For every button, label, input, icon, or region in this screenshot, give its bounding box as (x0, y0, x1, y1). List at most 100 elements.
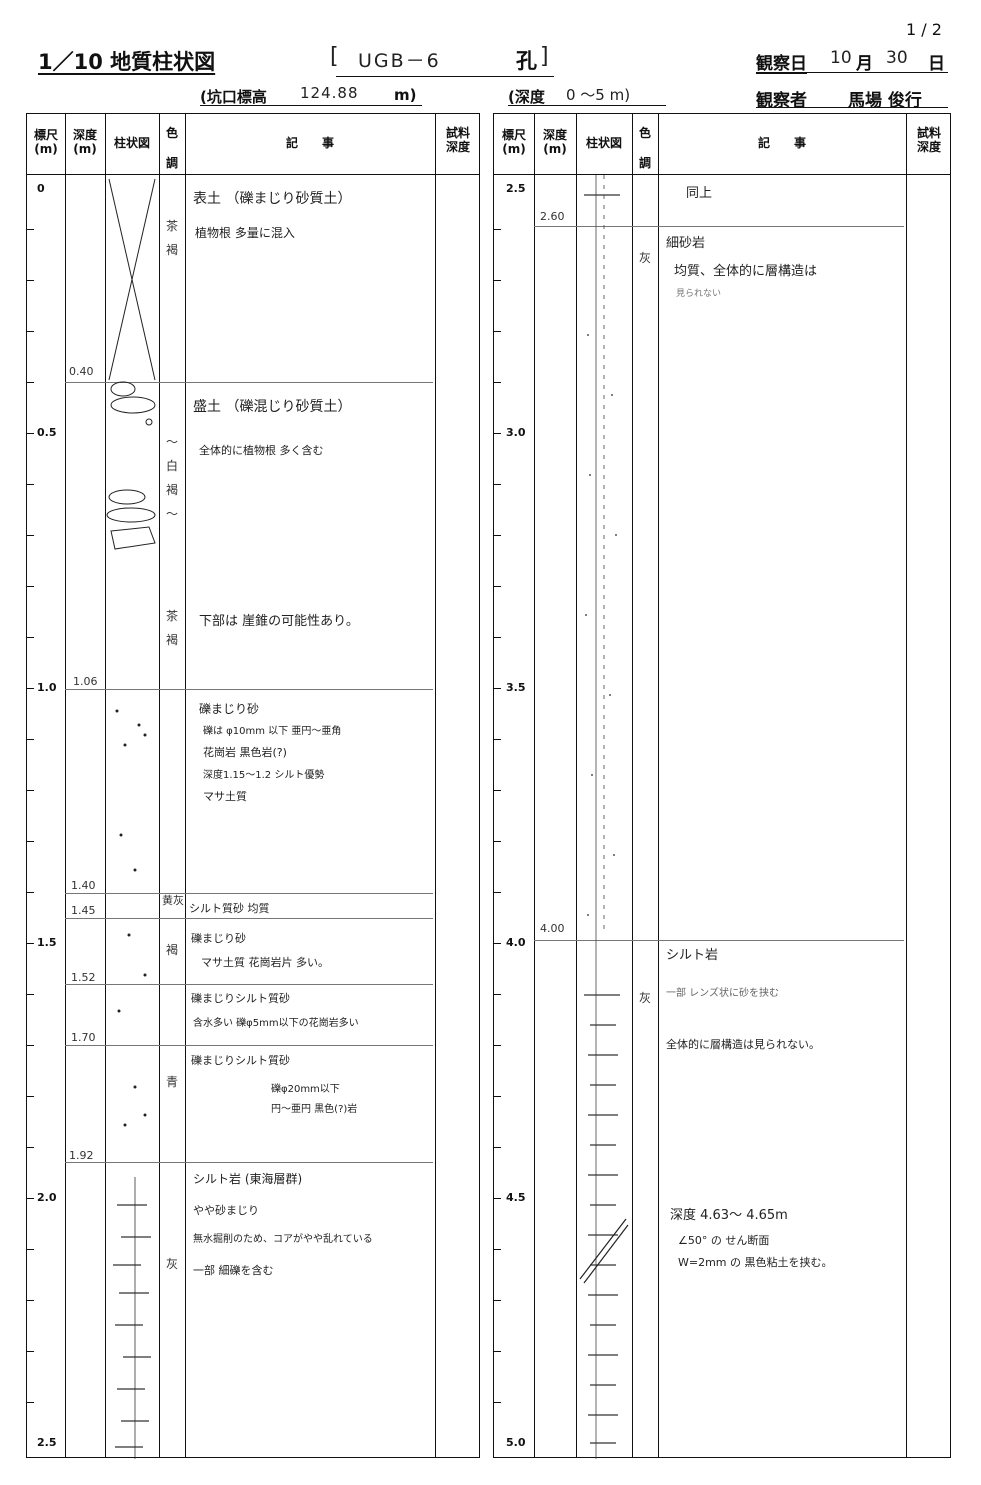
note: やや砂まじり (193, 1204, 259, 1217)
scale-label: 5.0 (506, 1436, 526, 1449)
note: 表土 （礫まじり砂質土） (193, 191, 352, 207)
date-underline (756, 72, 948, 73)
note: 均質、全体的に層構造は (674, 264, 818, 279)
title-underline (336, 76, 554, 77)
depth-mark: 1.92 (69, 1149, 94, 1162)
depth-mark: 1.40 (71, 879, 96, 892)
page-title: 1／10 地質柱状図 (38, 50, 216, 74)
depth-mark: 1.70 (71, 1031, 96, 1044)
observed-date-label: 観察日 (756, 54, 807, 74)
note: 礫は φ10mm 以下 亜円～亜角 (203, 726, 342, 737)
right-log-panel: 標尺(m) 深度(m) 柱状図 色調 記 事 試料深度 2.5 3.0 3.5 … (493, 113, 951, 1459)
note: 礫φ20mm以下 (271, 1084, 340, 1095)
note: 一部 レンズ状に砂を挟む (666, 988, 779, 999)
month-label: 月 (856, 54, 873, 74)
depth-mark: 1.52 (71, 971, 96, 984)
note: 細砂岩 (666, 236, 706, 251)
note: 深度 4.63～ 4.65m (670, 1208, 788, 1223)
color-label: 灰 (638, 251, 651, 265)
note: 深度1.15～1.2 シルト優勢 (203, 770, 325, 781)
elevation-label: (坑口標高 (200, 88, 267, 106)
page-number: 1 / 2 (906, 20, 942, 39)
scale-label: 3.0 (506, 426, 526, 439)
note: W=2mm の 黒色粘土を挟む。 (678, 1256, 833, 1269)
note: シルト岩 (東海層群) (193, 1172, 303, 1186)
column-log-header: 柱状図 (113, 136, 150, 150)
color-label: 褐 (165, 943, 178, 957)
note: 一部 細礫を含む (193, 1264, 274, 1277)
note: 無水掘削のため、コアがやや乱れている (193, 1234, 373, 1245)
color-label: ～白褐～ (165, 435, 178, 521)
depth-mark: 0.40 (69, 365, 94, 378)
scale-label: 1.0 (37, 681, 57, 694)
notes-column-header: 記 事 (285, 136, 334, 150)
note: 盛土 （礫混じり砂質土） (193, 399, 352, 415)
scale-column-header: 標尺(m) (501, 128, 526, 156)
scale-label: 4.0 (506, 936, 526, 949)
note: 見られない (676, 289, 722, 299)
column-log-header: 柱状図 (585, 136, 622, 150)
sample-column-header: 試料深度 (916, 126, 941, 154)
observer-underline (756, 107, 948, 108)
note: 含水多い 礫φ5mm以下の花崗岩多い (193, 1018, 359, 1029)
color-column-header: 色調 (165, 126, 178, 170)
note: 花崗岩 黒色岩(?) (203, 746, 287, 759)
scale-label: 2.0 (37, 1191, 57, 1204)
color-label: 青 (165, 1075, 178, 1089)
note: マサ土質 (203, 790, 247, 803)
depth-range-label: (深度 (508, 88, 545, 106)
color-label: 灰 (165, 1257, 178, 1271)
scale-label: 1.5 (37, 936, 57, 949)
note: 礫まじり砂 (191, 932, 246, 945)
observed-day: 30 (886, 48, 908, 68)
depth-range-value: 0 ～5 m) (566, 86, 631, 104)
scale-label: 2.5 (506, 182, 526, 195)
sample-column-header: 試料深度 (445, 126, 470, 154)
note: 全体的に層構造は見られない。 (666, 1038, 820, 1051)
depth-mark: 1.45 (71, 904, 96, 917)
note: 礫まじり砂 (199, 702, 260, 716)
note: 全体的に植物根 多く含む (199, 444, 324, 457)
elevation-underline (200, 105, 422, 106)
column-log-graphic (579, 175, 629, 1459)
depth-column-header: 深度(m) (72, 128, 97, 156)
note: ∠50° の せん断面 (678, 1234, 770, 1247)
note: シルト質砂 均質 (189, 902, 270, 915)
depth-mark: 2.60 (540, 210, 565, 223)
column-log-graphic (106, 178, 156, 1459)
color-label: 茶褐 (165, 609, 178, 647)
color-label: 灰 (638, 991, 651, 1005)
depth-range-underline (508, 105, 666, 106)
depth-mark: 1.06 (73, 675, 98, 688)
observer-label: 観察者 (756, 91, 807, 111)
color-label: 黄灰 (162, 894, 184, 907)
scale-label: 2.5 (37, 1436, 57, 1449)
note: 植物根 多量に混入 (195, 226, 295, 240)
note: 同上 (686, 186, 713, 201)
scale-label: 4.5 (506, 1191, 526, 1204)
depth-column-header: 深度(m) (542, 128, 567, 156)
observer-name: 馬場 俊行 (848, 91, 922, 111)
note: 下部は 崖錐の可能性あり。 (199, 614, 359, 629)
hole-label: 孔 (516, 49, 537, 73)
borehole-id: UGB－6 (358, 50, 441, 72)
scale-label: 0 (37, 182, 45, 195)
elevation-unit: m) (394, 86, 417, 104)
notes-column-header: 記 事 (757, 136, 806, 150)
color-label: 茶褐 (165, 219, 178, 257)
note: 円～亜円 黒色(?)岩 (271, 1104, 358, 1115)
bracket-open: [ (330, 44, 339, 69)
scale-column-header: 標尺(m) (33, 128, 58, 156)
color-column-header: 色調 (638, 126, 651, 170)
scale-label: 0.5 (37, 426, 57, 439)
note: 礫まじりシルト質砂 (191, 992, 290, 1005)
bracket-close: ] (540, 44, 549, 69)
note: マサ土質 花崗岩片 多い。 (201, 956, 329, 969)
observed-month: 10 (830, 48, 852, 68)
scale-label: 3.5 (506, 681, 526, 694)
depth-mark: 4.00 (540, 922, 565, 935)
left-log-panel: 標尺(m) 深度(m) 柱状図 色調 記 事 試料深度 0 0.5 1.0 1.… (26, 113, 480, 1459)
note: 礫まじりシルト質砂 (191, 1054, 290, 1067)
elevation-value: 124.88 (300, 84, 359, 102)
note: シルト岩 (666, 948, 719, 963)
